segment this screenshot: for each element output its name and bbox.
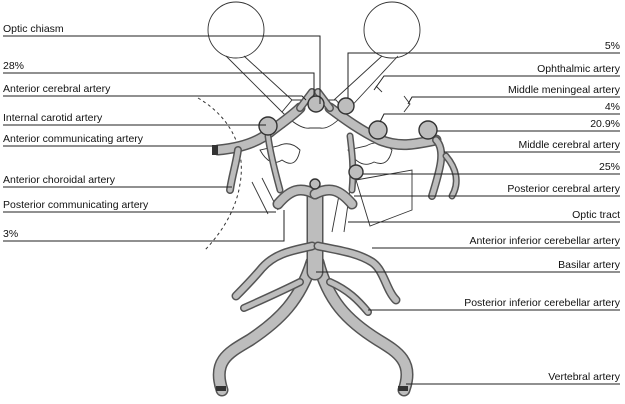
leader-pct-28 (3, 72, 315, 96)
label-pct-4: 4% (605, 101, 620, 113)
leader-middle-meningeal-artery (407, 96, 620, 105)
label-pct-3: 3% (3, 228, 18, 240)
label-middle-cerebral-artery: Middle cerebral artery (518, 139, 620, 151)
leader-pct-4 (379, 113, 620, 123)
vertebral-cut-right (398, 386, 408, 391)
label-pct-28: 28% (3, 60, 24, 72)
label-anterior-choroidal-artery: Anterior choroidal artery (3, 174, 116, 186)
label-middle-meningeal-artery: Middle meningeal artery (508, 84, 621, 96)
label-optic-tract: Optic tract (572, 209, 620, 221)
label-anterior-inferior-cerebellar-artery: Anterior inferior cerebellar artery (469, 235, 620, 247)
temporal-lobe-outline (197, 97, 242, 251)
leader-anterior-cerebral-artery (3, 95, 307, 101)
right-labels: 5% Ophthalmic artery Middle meningeal ar… (316, 40, 621, 385)
pons-outline (355, 169, 413, 227)
left-optic-nerve (225, 55, 293, 113)
label-posterior-cerebral-artery: Posterior cerebral artery (507, 183, 620, 195)
major-vessels (212, 88, 460, 397)
vertebral-cut-left (216, 386, 226, 391)
aneurysm-left-ica (258, 116, 278, 136)
left-labels: Optic chiasm 28% Anterior cerebral arter… (3, 23, 321, 242)
label-anterior-communicating-artery: Anterior communicating artery (3, 133, 144, 145)
label-pct-20-9: 20.9% (590, 118, 620, 130)
middle-meningeal-small-vessel (375, 85, 411, 113)
left-optic-tract (251, 177, 279, 215)
label-internal-carotid-artery: Internal carotid artery (3, 112, 103, 124)
aneurysm-mca (418, 120, 438, 140)
leader-ophthalmic-artery (373, 75, 620, 91)
anatomy-drawing (197, 1, 460, 397)
label-posterior-communicating-artery: Posterior communicating artery (3, 199, 149, 211)
leader-pct-3 (3, 210, 285, 242)
aneurysm-ophthalmic (337, 97, 355, 115)
label-pct-5: 5% (605, 40, 620, 52)
left-eyeball (207, 1, 265, 59)
aneurysm-pcom (348, 164, 364, 180)
label-posterior-inferior-cerebellar-artery: Posterior inferior cerebellar artery (464, 297, 621, 309)
aneurysm-basilar-tip (309, 178, 321, 190)
left-ica-cut-end (212, 145, 218, 155)
label-vertebral-artery: Vertebral artery (548, 371, 621, 383)
leader-optic-chiasm (3, 35, 321, 104)
right-optic-nerve (333, 55, 399, 113)
midbrain-outline-left (259, 143, 301, 164)
label-basilar-artery: Basilar artery (558, 259, 621, 271)
right-eyeball (363, 1, 421, 59)
label-anterior-cerebral-artery: Anterior cerebral artery (3, 83, 111, 95)
label-ophthalmic-artery: Ophthalmic artery (537, 63, 621, 75)
aneurysm-right-ica (368, 120, 388, 140)
leader-pct-5 (347, 52, 620, 98)
aneurysm-acom (307, 95, 325, 113)
label-optic-chiasm: Optic chiasm (3, 23, 64, 35)
label-pct-25: 25% (599, 161, 620, 173)
